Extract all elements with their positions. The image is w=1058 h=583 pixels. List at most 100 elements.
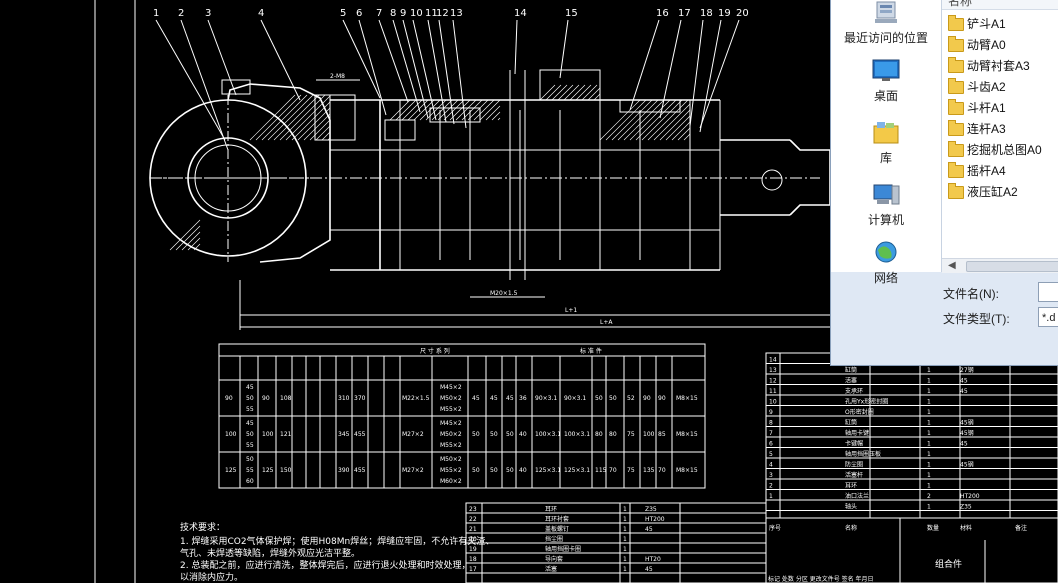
network-icon [875, 241, 897, 263]
file-list-item[interactable]: 挖掘机总图A0 [948, 140, 1042, 160]
file-name: 动臂A0 [967, 38, 1006, 52]
table-thread: M22×1.5 [402, 395, 430, 402]
parts-no: 1 [769, 493, 773, 500]
file-list-item[interactable]: 摇杆A4 [948, 161, 1006, 181]
nav-item-desktop[interactable]: 桌面 [831, 58, 941, 104]
parts-no: 9 [769, 409, 773, 416]
file-open-dialog[interactable]: 最近访问的位置 桌面 库 计算机 [830, 0, 1058, 366]
table-thread: M27×2 [402, 431, 424, 438]
folder-icon [948, 99, 964, 116]
parts-header: 材料 [960, 524, 972, 532]
balloon-label: 10 [410, 8, 423, 19]
parts2-no: 17 [469, 566, 477, 573]
scroll-left-icon[interactable]: ◀ [948, 260, 956, 271]
table-seal: M55×2 [440, 467, 462, 474]
folder-icon [948, 57, 964, 74]
filename-input[interactable] [1038, 282, 1058, 302]
table-value: 50 [472, 467, 480, 474]
parts2-material: HT20 [645, 556, 661, 563]
table-seal: M45×2 [440, 384, 462, 391]
parts-material: 45 [960, 441, 968, 448]
table-value: 90×3.1 [535, 395, 557, 402]
horizontal-scrollbar[interactable]: ◀ [942, 258, 1058, 273]
nav-label-library: 库 [879, 151, 892, 165]
nav-item-library[interactable]: 库 [831, 120, 941, 166]
nav-item-computer[interactable]: 计算机 [831, 182, 941, 228]
parts-qty: 1 [927, 504, 931, 511]
table-value: 50 [609, 395, 617, 402]
nav-item-network[interactable]: 网络 [831, 240, 941, 286]
table-value: 125×3.1 [564, 467, 590, 474]
file-list-item[interactable]: 斗齿A2 [948, 77, 1006, 97]
parts2-name: 导向套 [545, 555, 563, 563]
desktop-icon [872, 59, 900, 81]
table-value: 70 [658, 467, 666, 474]
tech-note-line-1: 1. 焊缝采用CO2气体保护焊；使用H08Mn焊丝；焊缝应牢固，不允许有夹渣、 [180, 535, 494, 547]
dim-label-3: L+A [600, 319, 613, 326]
parts-material: 27钢 [960, 366, 974, 374]
parts2-material: HT200 [645, 516, 665, 523]
balloon-label: 19 [718, 8, 731, 19]
table-value: 90×3.1 [564, 395, 586, 402]
parts2-no: 20 [469, 536, 477, 543]
balloon-label: 12 [436, 8, 449, 19]
parts-name: 轴用卡键 [845, 429, 869, 437]
parts2-qty: 1 [623, 546, 627, 553]
parts-no: 14 [769, 357, 777, 364]
file-name: 动臂衬套A3 [967, 59, 1030, 73]
table-b: 370 [354, 395, 366, 402]
folder-icon [948, 15, 964, 32]
parts2-qty: 1 [623, 516, 627, 523]
table-d: 100 [262, 431, 274, 438]
navigation-pane[interactable]: 最近访问的位置 桌面 库 计算机 [831, 0, 942, 285]
parts2-name: 盖板螺钉 [545, 525, 569, 533]
nav-item-recent-places[interactable]: 最近访问的位置 [831, 0, 941, 46]
parts-header: 备注 [1015, 524, 1027, 532]
parts-name: 轴用挡圈压板 [845, 450, 881, 458]
table-seal: M60×2 [440, 478, 462, 485]
file-list-item[interactable]: 连杆A3 [948, 119, 1006, 139]
parts2-material: 45 [645, 526, 653, 533]
folder-icon [948, 141, 964, 158]
table-value: 115 [595, 467, 607, 474]
parts-header: 序号 [769, 524, 781, 532]
scrollbar-thumb[interactable] [966, 261, 1058, 272]
parts-no: 5 [769, 451, 773, 458]
table-d: 125 [262, 467, 274, 474]
balloon-label: 1 [153, 8, 159, 19]
parts-name: 支承环 [845, 387, 863, 395]
table-value: 36 [519, 395, 527, 402]
file-name: 摇杆A4 [967, 164, 1006, 178]
parts2-name: 挡尘圈 [545, 535, 563, 543]
parts-qty: 1 [927, 399, 931, 406]
table-value: 100×3.1 [535, 431, 561, 438]
parts2-qty: 1 [623, 536, 627, 543]
balloon-label: 16 [656, 8, 669, 19]
table-value: 50 [506, 467, 514, 474]
file-list-item[interactable]: 动臂衬套A3 [948, 56, 1030, 76]
file-name: 液压缸A2 [967, 185, 1018, 199]
table-header-size: 尺 寸 系 列 [420, 347, 450, 355]
file-list-item[interactable]: 铲斗A1 [948, 14, 1006, 34]
title-block-footer: 标记 处数 分区 更改文件号 签名 年月日 [768, 575, 874, 583]
file-list-item[interactable]: 斗杆A1 [948, 98, 1006, 118]
nav-label-network: 网络 [873, 271, 898, 285]
nav-label-computer: 计算机 [867, 213, 904, 227]
table-value: 80 [609, 431, 617, 438]
table-value: 50 [506, 431, 514, 438]
parts-material: 45 [960, 388, 968, 395]
table-bore: 90 [225, 395, 233, 402]
table-seal: M50×2 [440, 431, 462, 438]
filetype-select[interactable]: *.d [1038, 307, 1058, 327]
technical-notes: 技术要求： 1. 焊缝采用CO2气体保护焊；使用H08Mn焊丝；焊缝应牢固，不允… [180, 521, 494, 583]
file-list-item[interactable]: 动臂A0 [948, 35, 1006, 55]
parts-qty: 1 [927, 441, 931, 448]
table-l: 150 [280, 467, 292, 474]
file-list-item[interactable]: 液压缸A2 [948, 182, 1018, 202]
table-value: 45 [490, 395, 498, 402]
column-header-name[interactable]: 名称 [942, 0, 1058, 10]
